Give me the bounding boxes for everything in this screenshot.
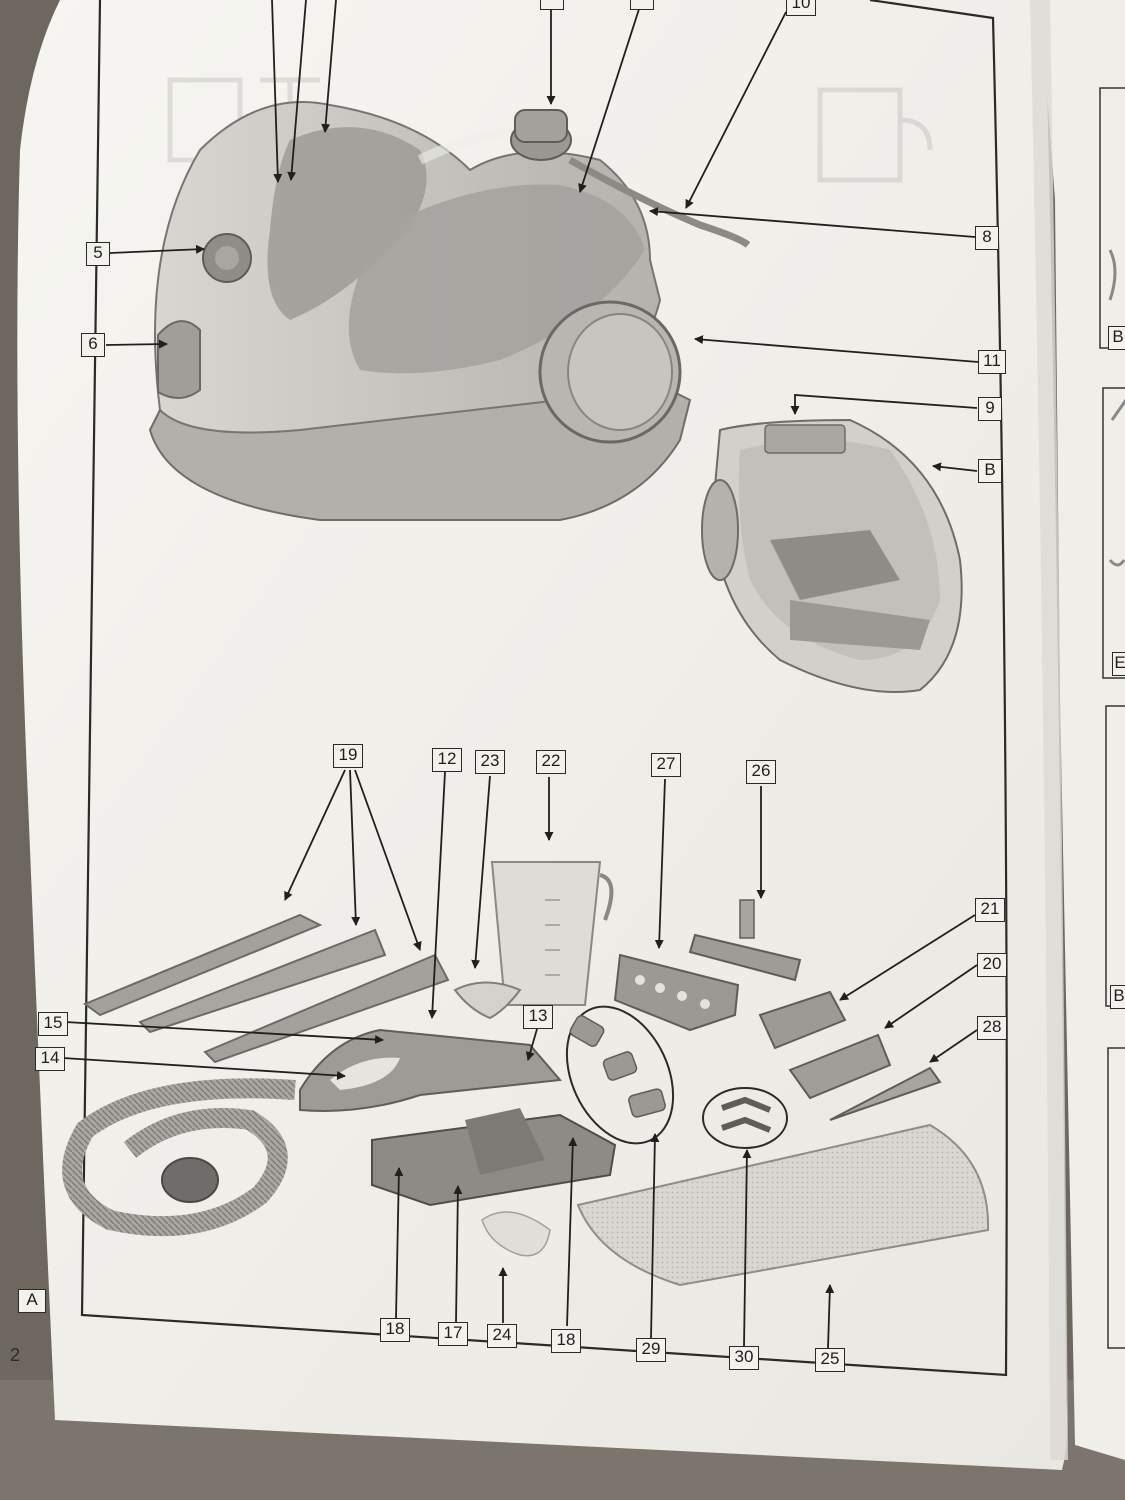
callout-26: 26 bbox=[746, 760, 776, 784]
next-page-panel-2 bbox=[1102, 387, 1125, 679]
callout-23: 23 bbox=[475, 750, 505, 774]
nozzles bbox=[758, 990, 942, 1121]
funnel bbox=[453, 981, 522, 1020]
steam-gun bbox=[299, 1028, 562, 1112]
callout-22: 22 bbox=[536, 750, 566, 774]
callout-21: 21 bbox=[975, 898, 1005, 922]
window-attachment bbox=[613, 953, 740, 1032]
next-page-label-3: B bbox=[1110, 985, 1125, 1009]
callout-17: 17 bbox=[438, 1322, 468, 1346]
callout-9: 9 bbox=[978, 397, 1002, 421]
adapters bbox=[721, 1096, 772, 1133]
callout-15: 15 bbox=[38, 1012, 68, 1036]
next-page-panel-4 bbox=[1107, 1047, 1125, 1349]
callout-20: 20 bbox=[977, 953, 1007, 977]
leader-lines bbox=[62, 0, 979, 1349]
measuring-jug bbox=[490, 861, 614, 1006]
page-number: 2 bbox=[10, 1345, 21, 1365]
extension-tubes bbox=[82, 913, 450, 1064]
callout-14: 14 bbox=[35, 1047, 65, 1071]
callout-30: 30 bbox=[729, 1346, 759, 1370]
callout-18-right: 18 bbox=[551, 1329, 581, 1353]
page-spine-shadow bbox=[1030, 0, 1068, 1460]
callout-24: 24 bbox=[487, 1324, 517, 1348]
callout-A: A bbox=[18, 1289, 46, 1313]
callout-28: 28 bbox=[977, 1016, 1007, 1040]
next-page-sketch bbox=[1108, 249, 1125, 567]
storage-compartment bbox=[701, 418, 963, 693]
callout-25: 25 bbox=[815, 1348, 845, 1372]
callout-18-left: 18 bbox=[380, 1318, 410, 1342]
adapters-group bbox=[702, 1087, 788, 1149]
steam-hose bbox=[62, 1078, 296, 1237]
scraper bbox=[481, 1211, 551, 1257]
callout-13: 13 bbox=[523, 1005, 553, 1029]
floor-head bbox=[371, 1108, 617, 1207]
floor-brush bbox=[688, 899, 802, 982]
callout-19: 19 bbox=[333, 744, 363, 768]
cloth-pad bbox=[576, 1123, 990, 1287]
callout-29: 29 bbox=[636, 1338, 666, 1362]
callout-12: 12 bbox=[432, 748, 462, 772]
callout-11: 11 bbox=[978, 350, 1006, 374]
callout-6: 6 bbox=[81, 333, 105, 357]
callout-8: 8 bbox=[975, 226, 999, 250]
callout-27: 27 bbox=[651, 753, 681, 777]
figure-frame bbox=[80, 0, 1008, 1377]
steam-cleaner-main-unit bbox=[148, 101, 751, 521]
small-brushes bbox=[569, 1015, 666, 1118]
callout-5: 5 bbox=[86, 242, 110, 266]
callout-box-top-b bbox=[630, 0, 654, 10]
next-page bbox=[1040, 0, 1125, 1460]
callout-box-top-a bbox=[540, 0, 564, 10]
next-page-label-1: B bbox=[1108, 326, 1125, 350]
next-page-label-2: E bbox=[1112, 652, 1125, 676]
callout-10: 10 bbox=[786, 0, 816, 16]
callout-B: B bbox=[978, 459, 1002, 483]
